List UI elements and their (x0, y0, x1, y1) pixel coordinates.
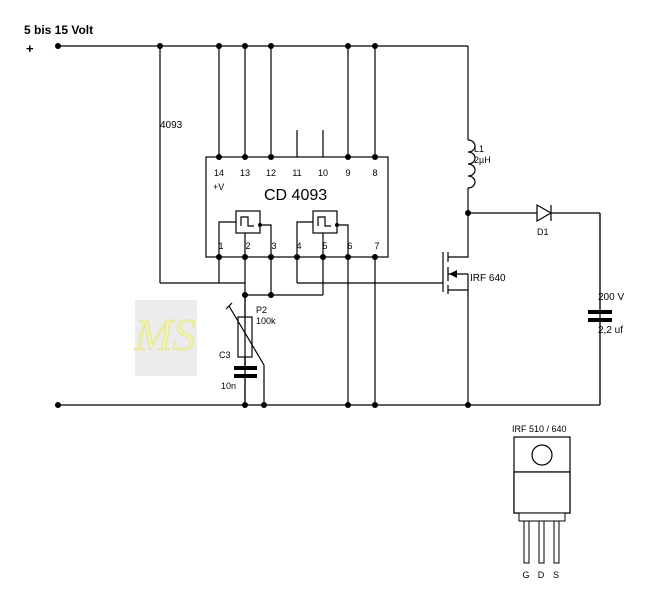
pot-ref-label: P2 (256, 305, 267, 315)
inductor-value-label: 2µH (474, 155, 491, 165)
ic-bottom-wiring (218, 257, 443, 405)
ic-vplus-label: +V (213, 182, 224, 192)
package-pin-d: D (538, 570, 545, 580)
output-cap-value-label: 2,2 uf (598, 325, 623, 336)
to220-package: IRF 510 / 640 G D S (512, 424, 571, 580)
pin-label-5: 5 (322, 241, 327, 251)
pin-label-14: 14 (214, 168, 224, 178)
mosfet-irf640: IRF 640 (442, 250, 506, 405)
pin-label-12: 12 (266, 168, 276, 178)
supply-plus-label: + (26, 41, 34, 56)
package-title-label: IRF 510 / 640 (512, 424, 567, 434)
potentiometer-p2: P2 100k (225, 295, 276, 405)
ms-watermark-logo: MS (133, 300, 197, 376)
supply-voltage-label: 5 bis 15 Volt (24, 23, 93, 37)
pin-label-8: 8 (372, 168, 377, 178)
pot-value-label: 100k (256, 316, 276, 326)
package-pin-s: S (553, 570, 559, 580)
logo-text: MS (133, 309, 195, 360)
pin-label-6: 6 (347, 241, 352, 251)
diode-ref-label: D1 (537, 227, 549, 237)
nand-gate-1-symbol (218, 210, 272, 257)
diode-d1: D1 (468, 203, 600, 237)
inductor-l1: L1 2µH (467, 139, 491, 250)
mosfet-ref-label: IRF 640 (470, 273, 506, 284)
c3-value-label: 10n (221, 381, 236, 391)
junction-dots (55, 43, 471, 408)
pin-label-2: 2 (245, 241, 250, 251)
top-rail (58, 45, 469, 284)
output-cap-voltage-label: 200 V (598, 292, 624, 303)
pin-label-3: 3 (271, 241, 276, 251)
capacitor-c3: C3 10n (219, 350, 257, 405)
cd4093-ic: 4093 CD 4093 +V 14 13 12 11 10 9 8 1 2 3… (160, 120, 389, 258)
pin-label-4: 4 (296, 241, 301, 251)
pin-label-9: 9 (345, 168, 350, 178)
pin-label-7: 7 (374, 241, 379, 251)
inductor-ref-label: L1 (474, 144, 484, 154)
ic-name-label: CD 4093 (264, 187, 327, 204)
pin-label-13: 13 (240, 168, 250, 178)
pin-label-10: 10 (318, 168, 328, 178)
ic-ref-label: 4093 (160, 120, 183, 131)
pin-label-11: 11 (292, 168, 301, 178)
package-pin-g: G (522, 570, 529, 580)
pin-label-1: 1 (218, 241, 223, 251)
nand-gate-2-symbol (296, 210, 349, 257)
output-capacitor: 200 V 2,2 uf (588, 213, 624, 405)
c3-ref-label: C3 (219, 350, 231, 360)
